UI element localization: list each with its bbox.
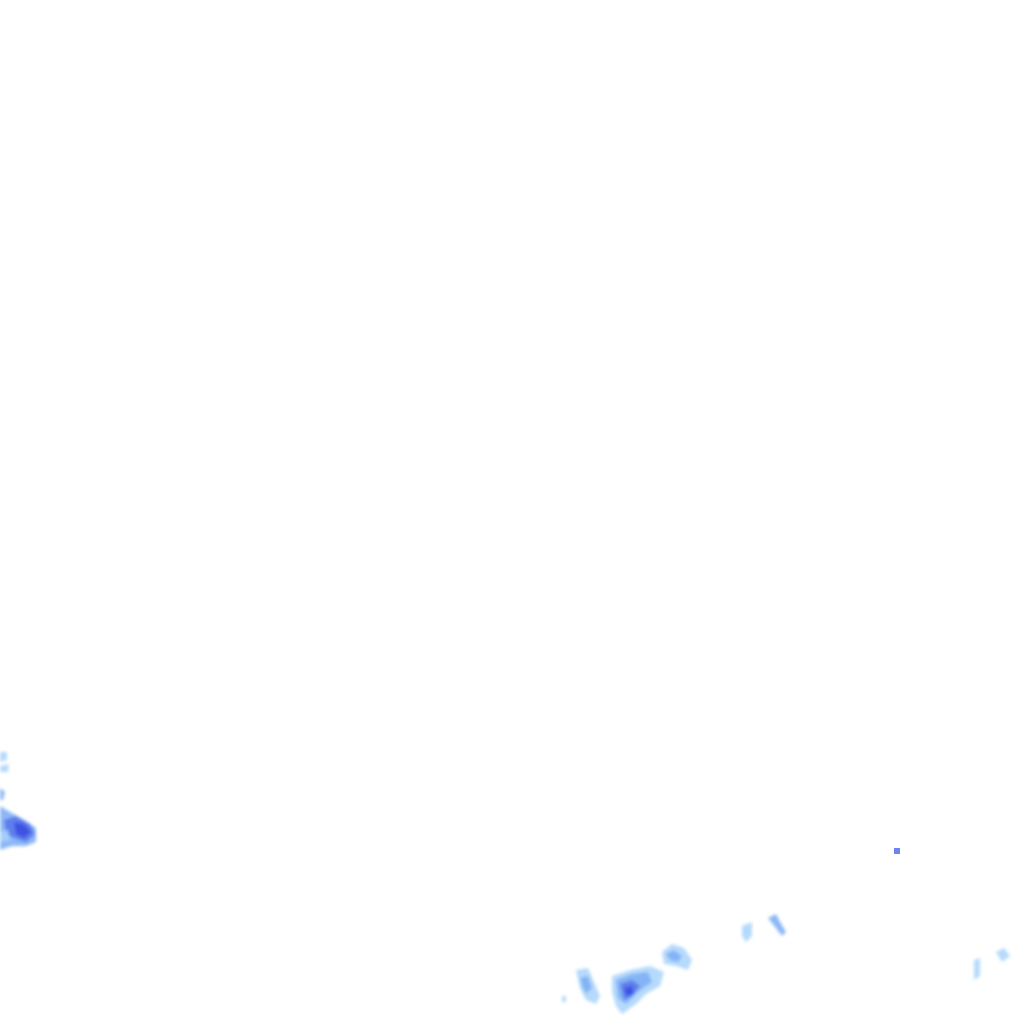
precip-cell xyxy=(662,944,692,970)
precip-cell xyxy=(0,752,36,850)
precip-cell xyxy=(894,848,900,854)
precip-cell xyxy=(974,948,1010,980)
precip-cell xyxy=(612,966,664,1014)
precip-cell xyxy=(768,914,786,936)
precip-cell xyxy=(742,922,752,942)
precip-cell xyxy=(562,968,600,1004)
